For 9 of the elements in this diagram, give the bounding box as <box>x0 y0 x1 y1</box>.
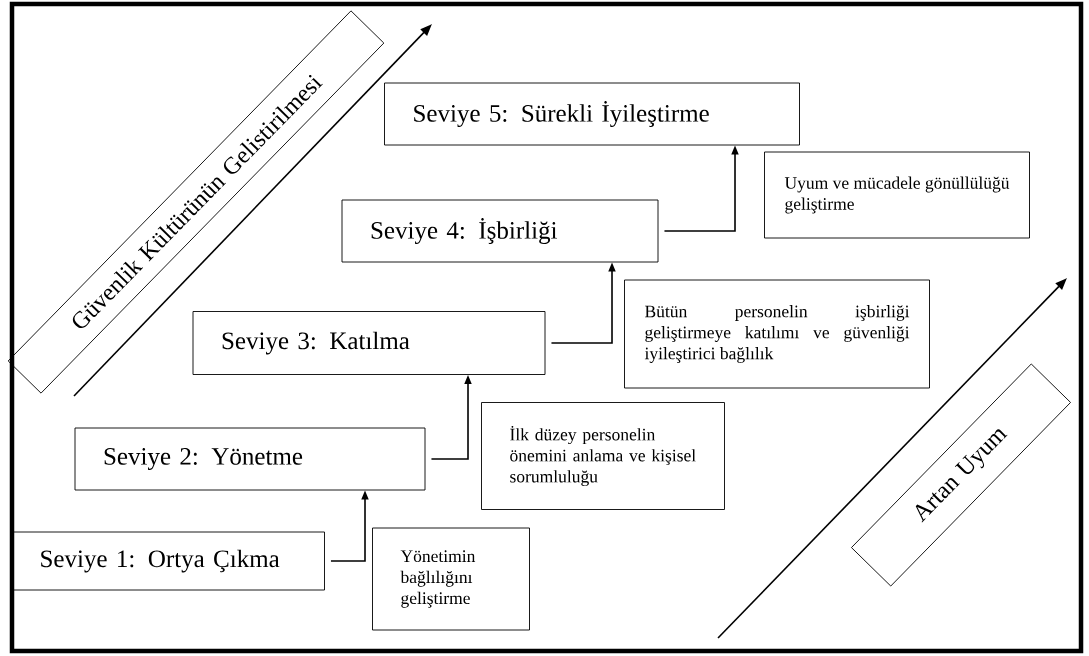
description-box: Uyum ve mücadele gönüllülüğü geliştirme <box>764 151 1030 239</box>
level-box: Seviye 1: Ortya Çıkma <box>11 531 325 591</box>
description-box: Bütün personelin işbirliği geliştirmeye katılımı ve güvenliği iyileştirici bağlılık <box>624 279 930 389</box>
level-box: Seviye 4: İşbirliği <box>341 199 659 263</box>
level-box: Seviye 5: Sürekli İyileştirme <box>384 82 800 146</box>
level-box: Seviye 2: Yönetme <box>74 427 426 491</box>
level-box: Seviye 3: Katılma <box>192 311 546 375</box>
description-box: Yönetimin bağlılığını geliştirme <box>372 527 530 631</box>
description-box: İlk düzey personelin önemini anlama ve kişisel sorumluluğu <box>481 402 725 510</box>
